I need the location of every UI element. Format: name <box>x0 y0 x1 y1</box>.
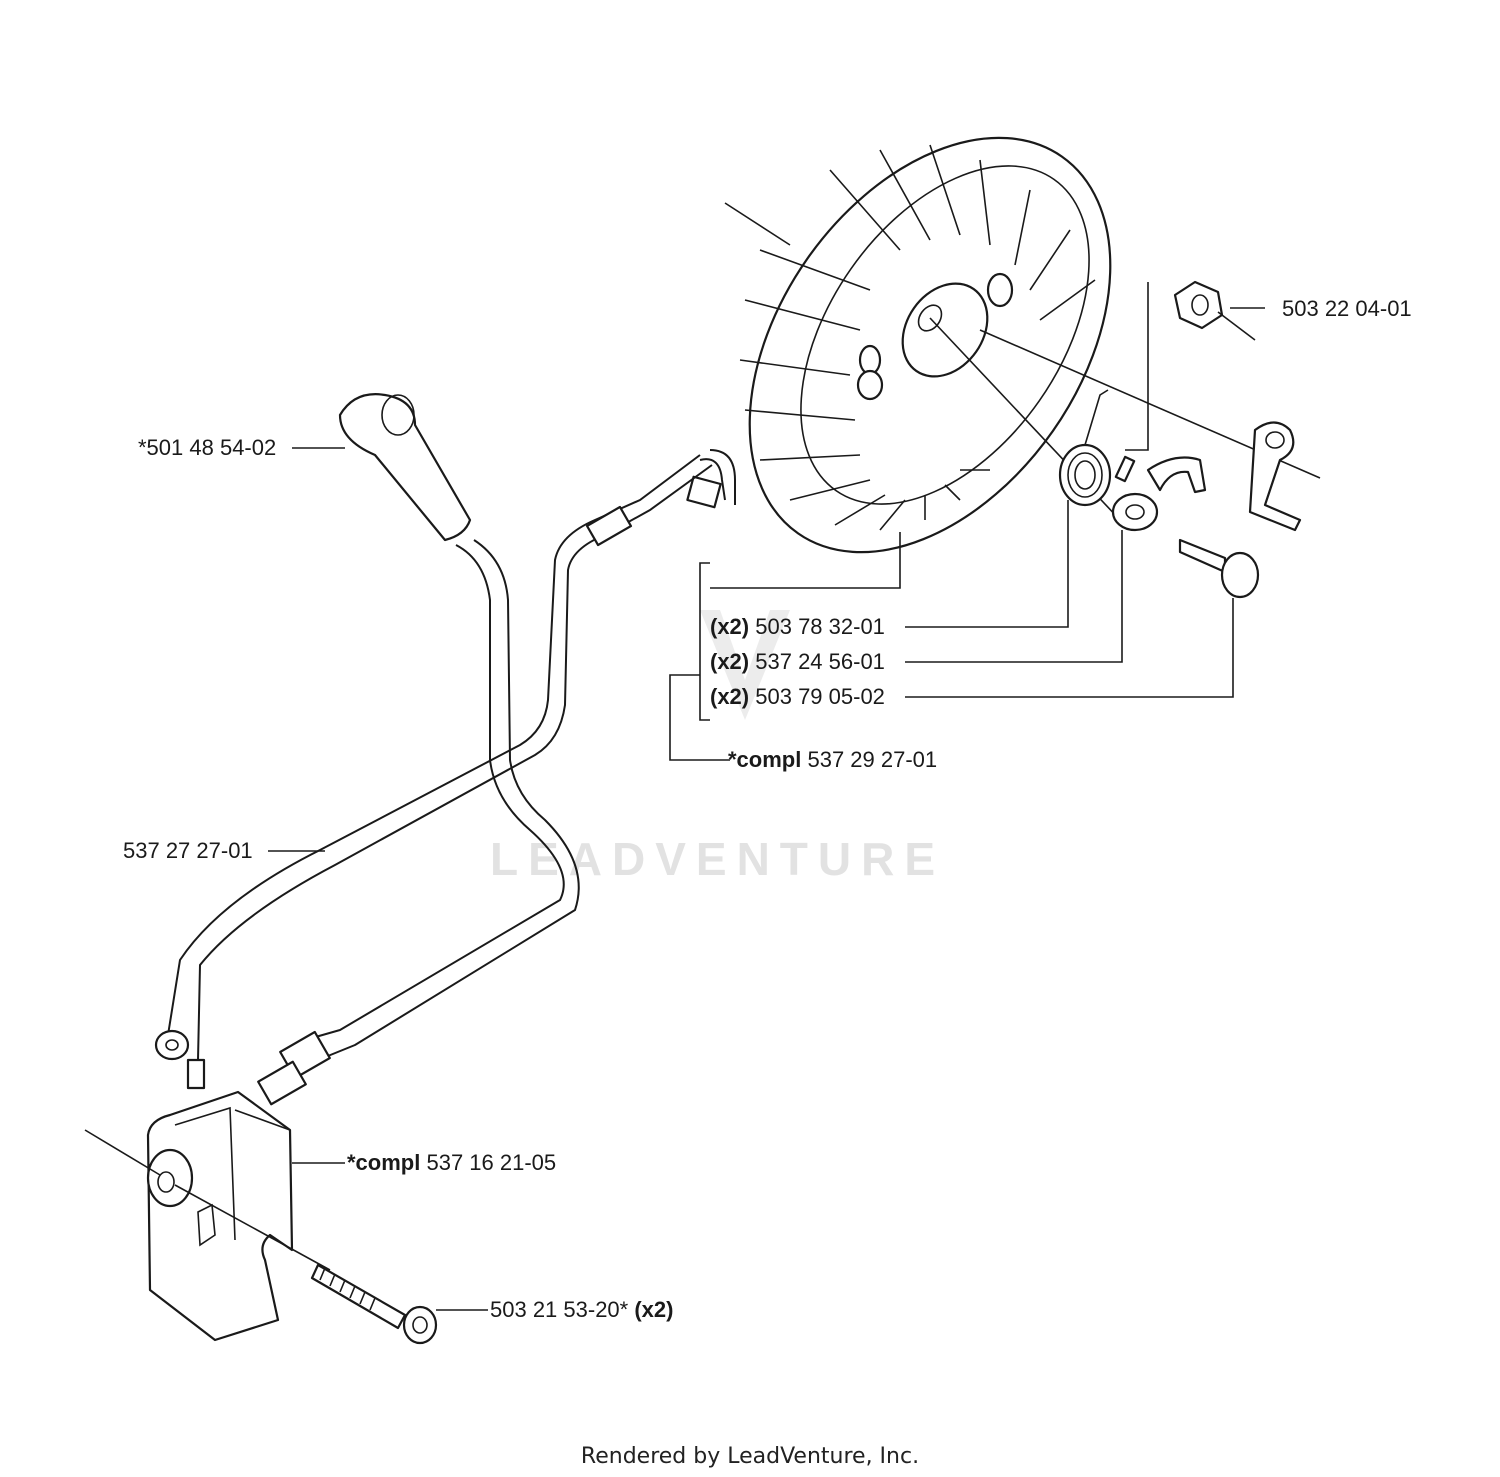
label-ignition-compl[interactable]: *compl 537 16 21-05 <box>347 1150 557 1175</box>
nut[interactable] <box>1173 280 1224 330</box>
qty-washer: (x2) <box>710 649 750 674</box>
label-spring[interactable]: (x2) 503 78 32-01 <box>710 614 885 639</box>
spring[interactable] <box>1058 389 1136 507</box>
washer-leader <box>905 530 1123 663</box>
ignition-cable[interactable] <box>257 539 580 1106</box>
qty-pin: (x2) <box>710 684 750 709</box>
label-cable[interactable]: 537 27 27-01 <box>123 838 253 863</box>
washer[interactable] <box>1111 492 1159 532</box>
compl-flywheel: *compl <box>728 747 802 772</box>
ignition-module[interactable] <box>146 1090 294 1342</box>
pawl[interactable] <box>1146 456 1207 494</box>
bracket-plate[interactable] <box>1248 421 1302 532</box>
qty-screw: (x2) <box>634 1297 674 1322</box>
label-screw[interactable]: 503 21 53-20* (x2) <box>490 1297 674 1322</box>
label-washer[interactable]: (x2) 537 24 56-01 <box>710 649 885 674</box>
compl-bracket <box>699 562 710 721</box>
nut-bracket-line <box>1125 282 1149 451</box>
nut-axis-line <box>1217 311 1256 341</box>
qty-spring: (x2) <box>710 614 750 639</box>
short-circuit-cable[interactable] <box>154 449 736 1090</box>
compl-ignition: *compl <box>347 1150 421 1175</box>
pin-leader <box>905 598 1234 698</box>
label-flywheel-compl[interactable]: *compl 537 29 27-01 <box>728 747 938 772</box>
flywheel-axis-line <box>724 202 791 246</box>
watermark-logo <box>690 600 800 750</box>
module-axis-line <box>84 1129 161 1176</box>
screw[interactable] <box>310 1263 438 1345</box>
spring-leader <box>905 500 1069 628</box>
label-pin[interactable]: (x2) 503 79 05-02 <box>710 684 885 709</box>
label-nut[interactable]: 503 22 04-01 <box>1282 296 1412 321</box>
module-screw-line <box>174 1184 331 1271</box>
flywheel-leader <box>710 532 901 589</box>
spark-plug-cap[interactable] <box>338 393 472 542</box>
compl-leader <box>669 674 730 761</box>
footer-credit: Rendered by LeadVenture, Inc. <box>580 1444 920 1469</box>
flywheel[interactable] <box>675 71 1185 620</box>
label-spark-plug-cap[interactable]: *501 48 54-02 <box>138 435 277 460</box>
pin[interactable] <box>1178 538 1260 599</box>
